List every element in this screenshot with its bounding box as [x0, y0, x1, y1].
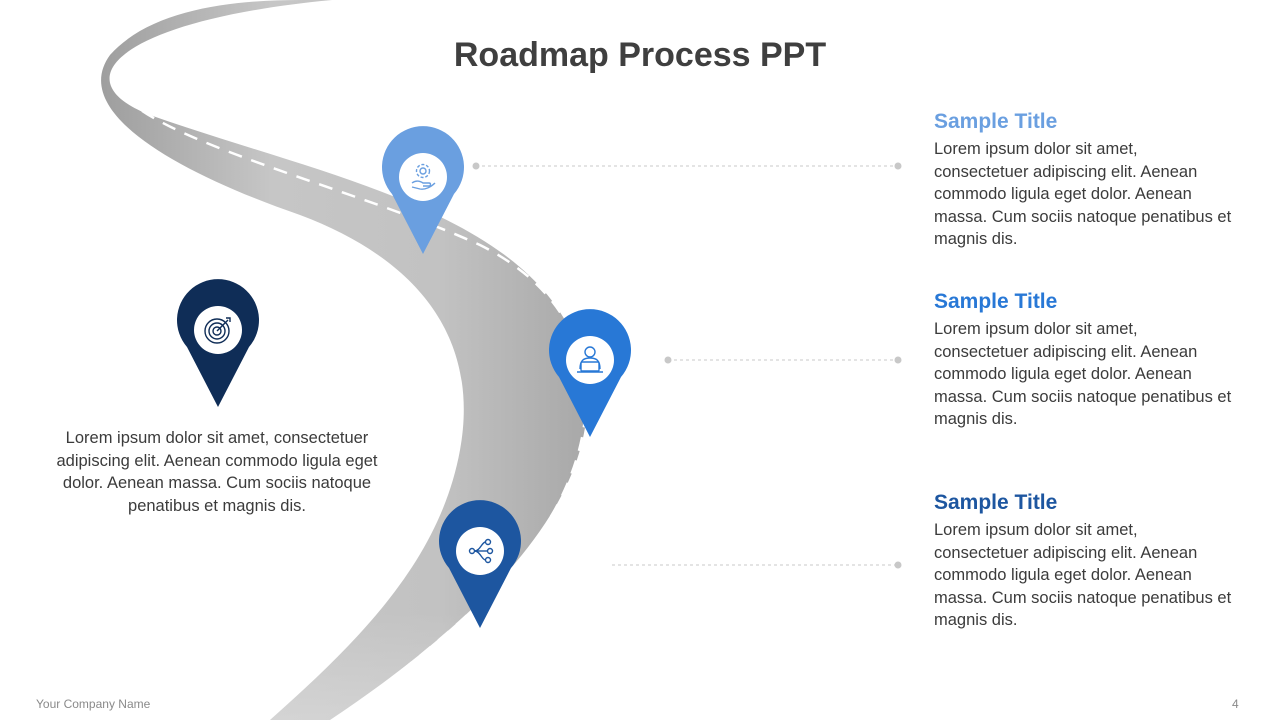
map-pin-1 [382, 126, 464, 254]
item-3-body: Lorem ipsum dolor sit amet, consectetuer… [934, 521, 1232, 629]
connector-3 [612, 561, 902, 569]
connector-1 [472, 162, 902, 170]
person-laptop-icon [577, 346, 603, 373]
item-3-title: Sample Title [934, 491, 1058, 514]
target-icon [204, 317, 231, 344]
share-nodes-icon [468, 538, 494, 564]
connector-2 [664, 356, 902, 364]
item-2-title: Sample Title [934, 290, 1058, 313]
item-1-title: Sample Title [934, 110, 1058, 133]
map-pin-left [177, 279, 259, 407]
roadmap-item-2: Sample Title Lorem ipsum dolor sit amet,… [934, 290, 1234, 431]
map-pin-2 [549, 309, 631, 437]
item-1-body: Lorem ipsum dolor sit amet, consectetuer… [934, 140, 1232, 248]
page-number: 4 [1232, 697, 1239, 711]
roadmap-item-3: Sample Title Lorem ipsum dolor sit amet,… [934, 491, 1234, 632]
left-description: Lorem ipsum dolor sit amet, consectetuer… [56, 429, 378, 515]
roadmap-item-1: Sample Title Lorem ipsum dolor sit amet,… [934, 110, 1234, 251]
gear-hand-icon [411, 163, 436, 190]
footer-company-name: Your Company Name [36, 697, 151, 711]
item-2-body: Lorem ipsum dolor sit amet, consectetuer… [934, 320, 1232, 428]
road-center-line [116, 2, 588, 719]
slide-title: Roadmap Process PPT [453, 36, 827, 74]
map-pin-3 [439, 500, 521, 628]
